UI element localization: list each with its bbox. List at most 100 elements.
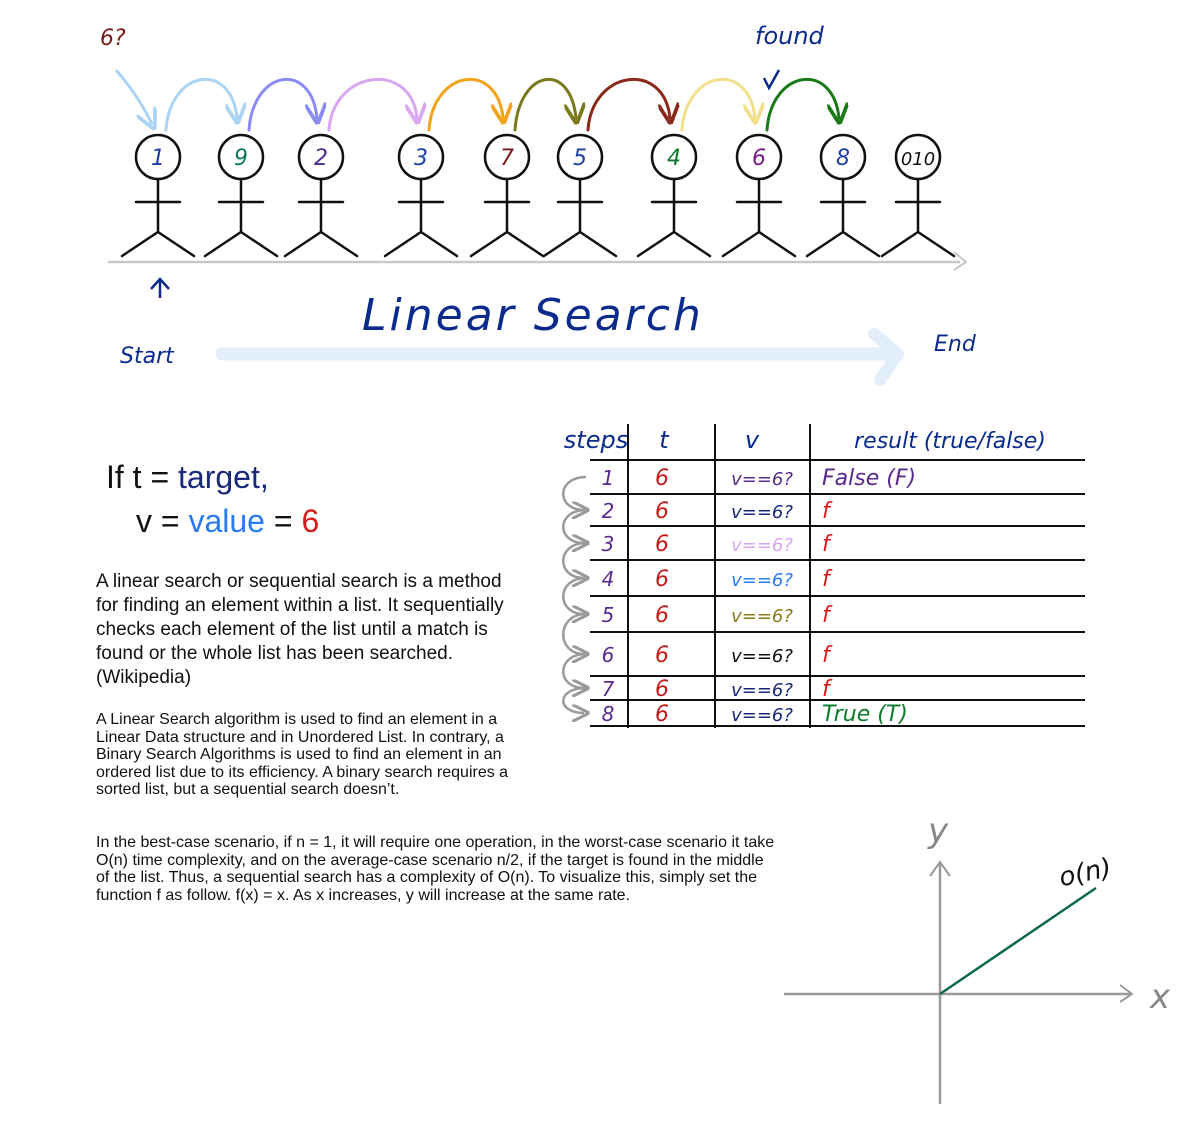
step-loop-arrow bbox=[562, 652, 586, 688]
person-body bbox=[120, 177, 196, 258]
definition-line-value: v = value = 6 bbox=[106, 499, 319, 543]
person-body bbox=[203, 177, 279, 258]
hop-arrow bbox=[513, 77, 576, 132]
person-figure: 7 bbox=[469, 133, 545, 258]
person-value: 7 bbox=[500, 146, 514, 171]
value-prefix: v = bbox=[136, 503, 189, 539]
table-cell: 3 bbox=[602, 532, 615, 556]
table-cell: v==6? bbox=[731, 535, 793, 556]
hop-arrow bbox=[427, 77, 503, 132]
table-header-cell: result (true/false) bbox=[854, 429, 1046, 454]
table-cell: 6 bbox=[655, 567, 669, 592]
person-value: 5 bbox=[573, 146, 587, 171]
table-header-cell: v bbox=[745, 426, 760, 454]
person-value: 3 bbox=[414, 146, 428, 171]
person-value: 1 bbox=[151, 146, 165, 171]
person-figure: 010 bbox=[880, 133, 956, 258]
table-cell: v==6? bbox=[731, 570, 793, 591]
target-prefix: If t = bbox=[106, 459, 179, 495]
target-word: target, bbox=[178, 459, 269, 495]
ground-arrow-head bbox=[953, 251, 968, 271]
person-value: 010 bbox=[901, 149, 935, 170]
step-loop-arrow bbox=[562, 475, 586, 510]
table-cell: 6 bbox=[655, 702, 669, 727]
person-value: 6 bbox=[752, 146, 766, 171]
table-row: 1 6 v==6? False (F) bbox=[562, 466, 916, 510]
table-row: 8 6 v==6? True (T) bbox=[602, 702, 908, 727]
table-cell: 6 bbox=[655, 499, 669, 524]
table-cell: 5 bbox=[602, 603, 615, 627]
definition-block: If t = target, v = value = 6 bbox=[106, 455, 319, 543]
search-hops bbox=[164, 77, 839, 132]
table-cell: 7 bbox=[602, 677, 615, 701]
people-row: 1 9 2 3 7 5 4 6 8 010 bbox=[120, 133, 956, 258]
query-arrow bbox=[114, 69, 152, 124]
hop-arrow bbox=[765, 77, 839, 132]
paragraph-comparison: A Linear Search algorithm is used to fin… bbox=[96, 711, 509, 798]
hop-arrow bbox=[680, 77, 755, 132]
definition-line-target: If t = target, bbox=[106, 455, 319, 499]
graph-linear-curve bbox=[939, 886, 1097, 996]
person-value: 2 bbox=[314, 146, 328, 171]
graph-x-arrow bbox=[1119, 984, 1134, 1003]
table-cell: 6 bbox=[602, 643, 615, 667]
person-body bbox=[542, 177, 618, 258]
table-cell: 6 bbox=[655, 677, 669, 702]
person-body bbox=[383, 177, 459, 258]
person-body bbox=[805, 177, 881, 258]
table-cell: 4 bbox=[602, 567, 615, 591]
table-row: 6 6 v==6? f bbox=[562, 643, 833, 688]
direction-arrow-head bbox=[868, 328, 904, 386]
person-figure: 9 bbox=[203, 133, 279, 258]
hop-arrow bbox=[164, 77, 237, 132]
table-cell: 6 bbox=[655, 466, 669, 491]
graph-x-label: x bbox=[1149, 977, 1171, 1017]
table-cell: 6 bbox=[655, 603, 669, 628]
found-label: found bbox=[755, 22, 824, 50]
table-cell: 6 bbox=[655, 643, 669, 668]
person-body bbox=[721, 177, 797, 258]
table-cell: 1 bbox=[602, 466, 615, 490]
table-cell: f bbox=[822, 603, 833, 628]
hop-arrow bbox=[327, 77, 417, 132]
person-figure: 1 bbox=[120, 133, 196, 258]
hop-arrow bbox=[247, 77, 317, 132]
table-cell: 8 bbox=[602, 702, 615, 726]
table-row: 7 6 v==6? f bbox=[562, 677, 833, 713]
step-loop-arrow bbox=[562, 576, 586, 614]
table-cell: 2 bbox=[602, 499, 615, 523]
table-cell: 6 bbox=[655, 532, 669, 557]
person-figure: 6 bbox=[721, 133, 797, 258]
table-cell: f bbox=[822, 643, 833, 668]
table-cell: v==6? bbox=[731, 606, 793, 627]
table-cell: True (T) bbox=[822, 702, 908, 727]
person-value: 9 bbox=[234, 146, 248, 171]
person-body bbox=[636, 177, 712, 258]
step-loop-arrow bbox=[562, 508, 586, 543]
person-body bbox=[283, 177, 359, 258]
person-value: 8 bbox=[836, 146, 850, 171]
person-value: 4 bbox=[667, 146, 681, 171]
table-cell: v==6? bbox=[731, 646, 793, 667]
value-number: 6 bbox=[301, 503, 320, 539]
step-loop-arrow bbox=[562, 612, 586, 654]
table-cell: False (F) bbox=[822, 466, 916, 491]
table-cell: v==6? bbox=[731, 705, 793, 726]
found-check-icon bbox=[762, 69, 781, 91]
table-cell: v==6? bbox=[731, 469, 793, 490]
graph-y-label: y bbox=[927, 811, 949, 851]
start-up-arrow-icon bbox=[150, 277, 170, 298]
step-loop-arrow bbox=[562, 541, 586, 578]
value-word: value bbox=[188, 503, 265, 539]
table-cell: v==6? bbox=[731, 680, 793, 701]
value-equals: = bbox=[264, 503, 302, 539]
start-label: Start bbox=[120, 344, 174, 369]
table-cell: v==6? bbox=[731, 502, 793, 523]
table-cell: f bbox=[822, 677, 833, 702]
query-label: 6? bbox=[100, 26, 126, 51]
table-header-cell: steps bbox=[564, 426, 628, 454]
